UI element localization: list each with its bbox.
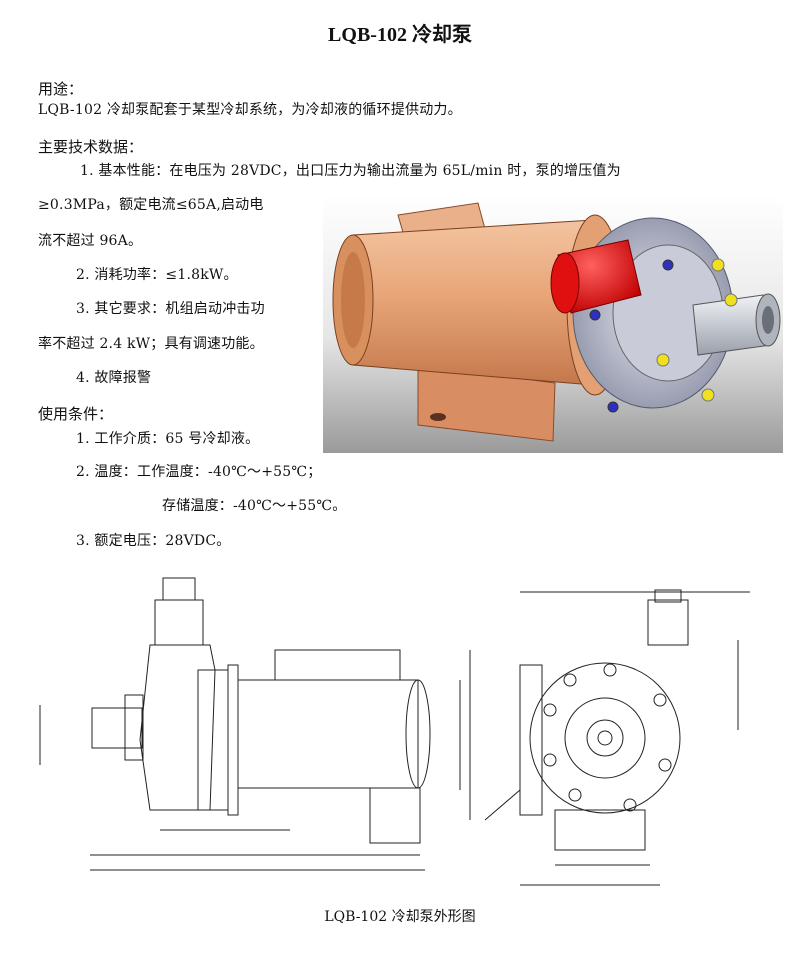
usage-heading: 用途：: [38, 80, 84, 98]
outlet-bore: [762, 306, 774, 334]
bolt: [589, 309, 601, 321]
conditions-heading: 使用条件：: [38, 405, 114, 423]
side-view: [39, 577, 471, 871]
spec-item-1-line-1: 1. 基本性能：在电压为 28VDC，出口压力为输出流量为 65L/min 时，…: [80, 163, 621, 179]
spec-item-2: 2. 消耗功率：≤1.8kW。: [76, 267, 238, 283]
condition-item-1: 1. 工作介质：65 号冷却液。: [76, 431, 260, 447]
condition-item-3: 3. 额定电压：28VDC。: [76, 533, 231, 549]
page-title: LQB-102 冷却泵: [328, 24, 472, 46]
pump-outline-drawing: [39, 577, 750, 886]
bolt: [711, 258, 725, 272]
spec-item-4: 4. 故障报警: [76, 370, 152, 386]
inlet-cap-end: [550, 252, 580, 314]
spec-item-3-line-1: 3. 其它要求：机组启动冲击功: [76, 301, 265, 317]
spec-item-1-line-3: 流不超过 96A。: [38, 233, 143, 249]
bolt: [701, 388, 715, 402]
bolt: [724, 293, 738, 307]
specs-heading: 主要技术数据：: [38, 138, 144, 156]
usage-text: LQB-102 冷却泵配套于某型冷却系统，为冷却液的循环提供动力。: [38, 102, 462, 118]
spec-item-3-line-2: 率不超过 2.4 kW；具有调速功能。: [38, 336, 264, 352]
condition-item-2-line-2: 存储温度：-40℃～+55℃。: [162, 498, 347, 514]
bolt: [656, 353, 670, 367]
condition-item-2-line-1: 2. 温度：工作温度：-40℃～+55℃；: [76, 464, 322, 480]
drawing-caption: LQB-102 冷却泵外形图: [324, 909, 476, 925]
front-view: [484, 589, 750, 886]
pump-3d-render: [323, 195, 783, 453]
spec-item-1-line-2: ≥0.3MPa，额定电流≤65A,启动电: [38, 197, 264, 213]
bolt: [607, 401, 619, 413]
foot-hole: [430, 413, 446, 421]
motor-end-face: [341, 252, 365, 348]
bolt: [662, 259, 674, 271]
